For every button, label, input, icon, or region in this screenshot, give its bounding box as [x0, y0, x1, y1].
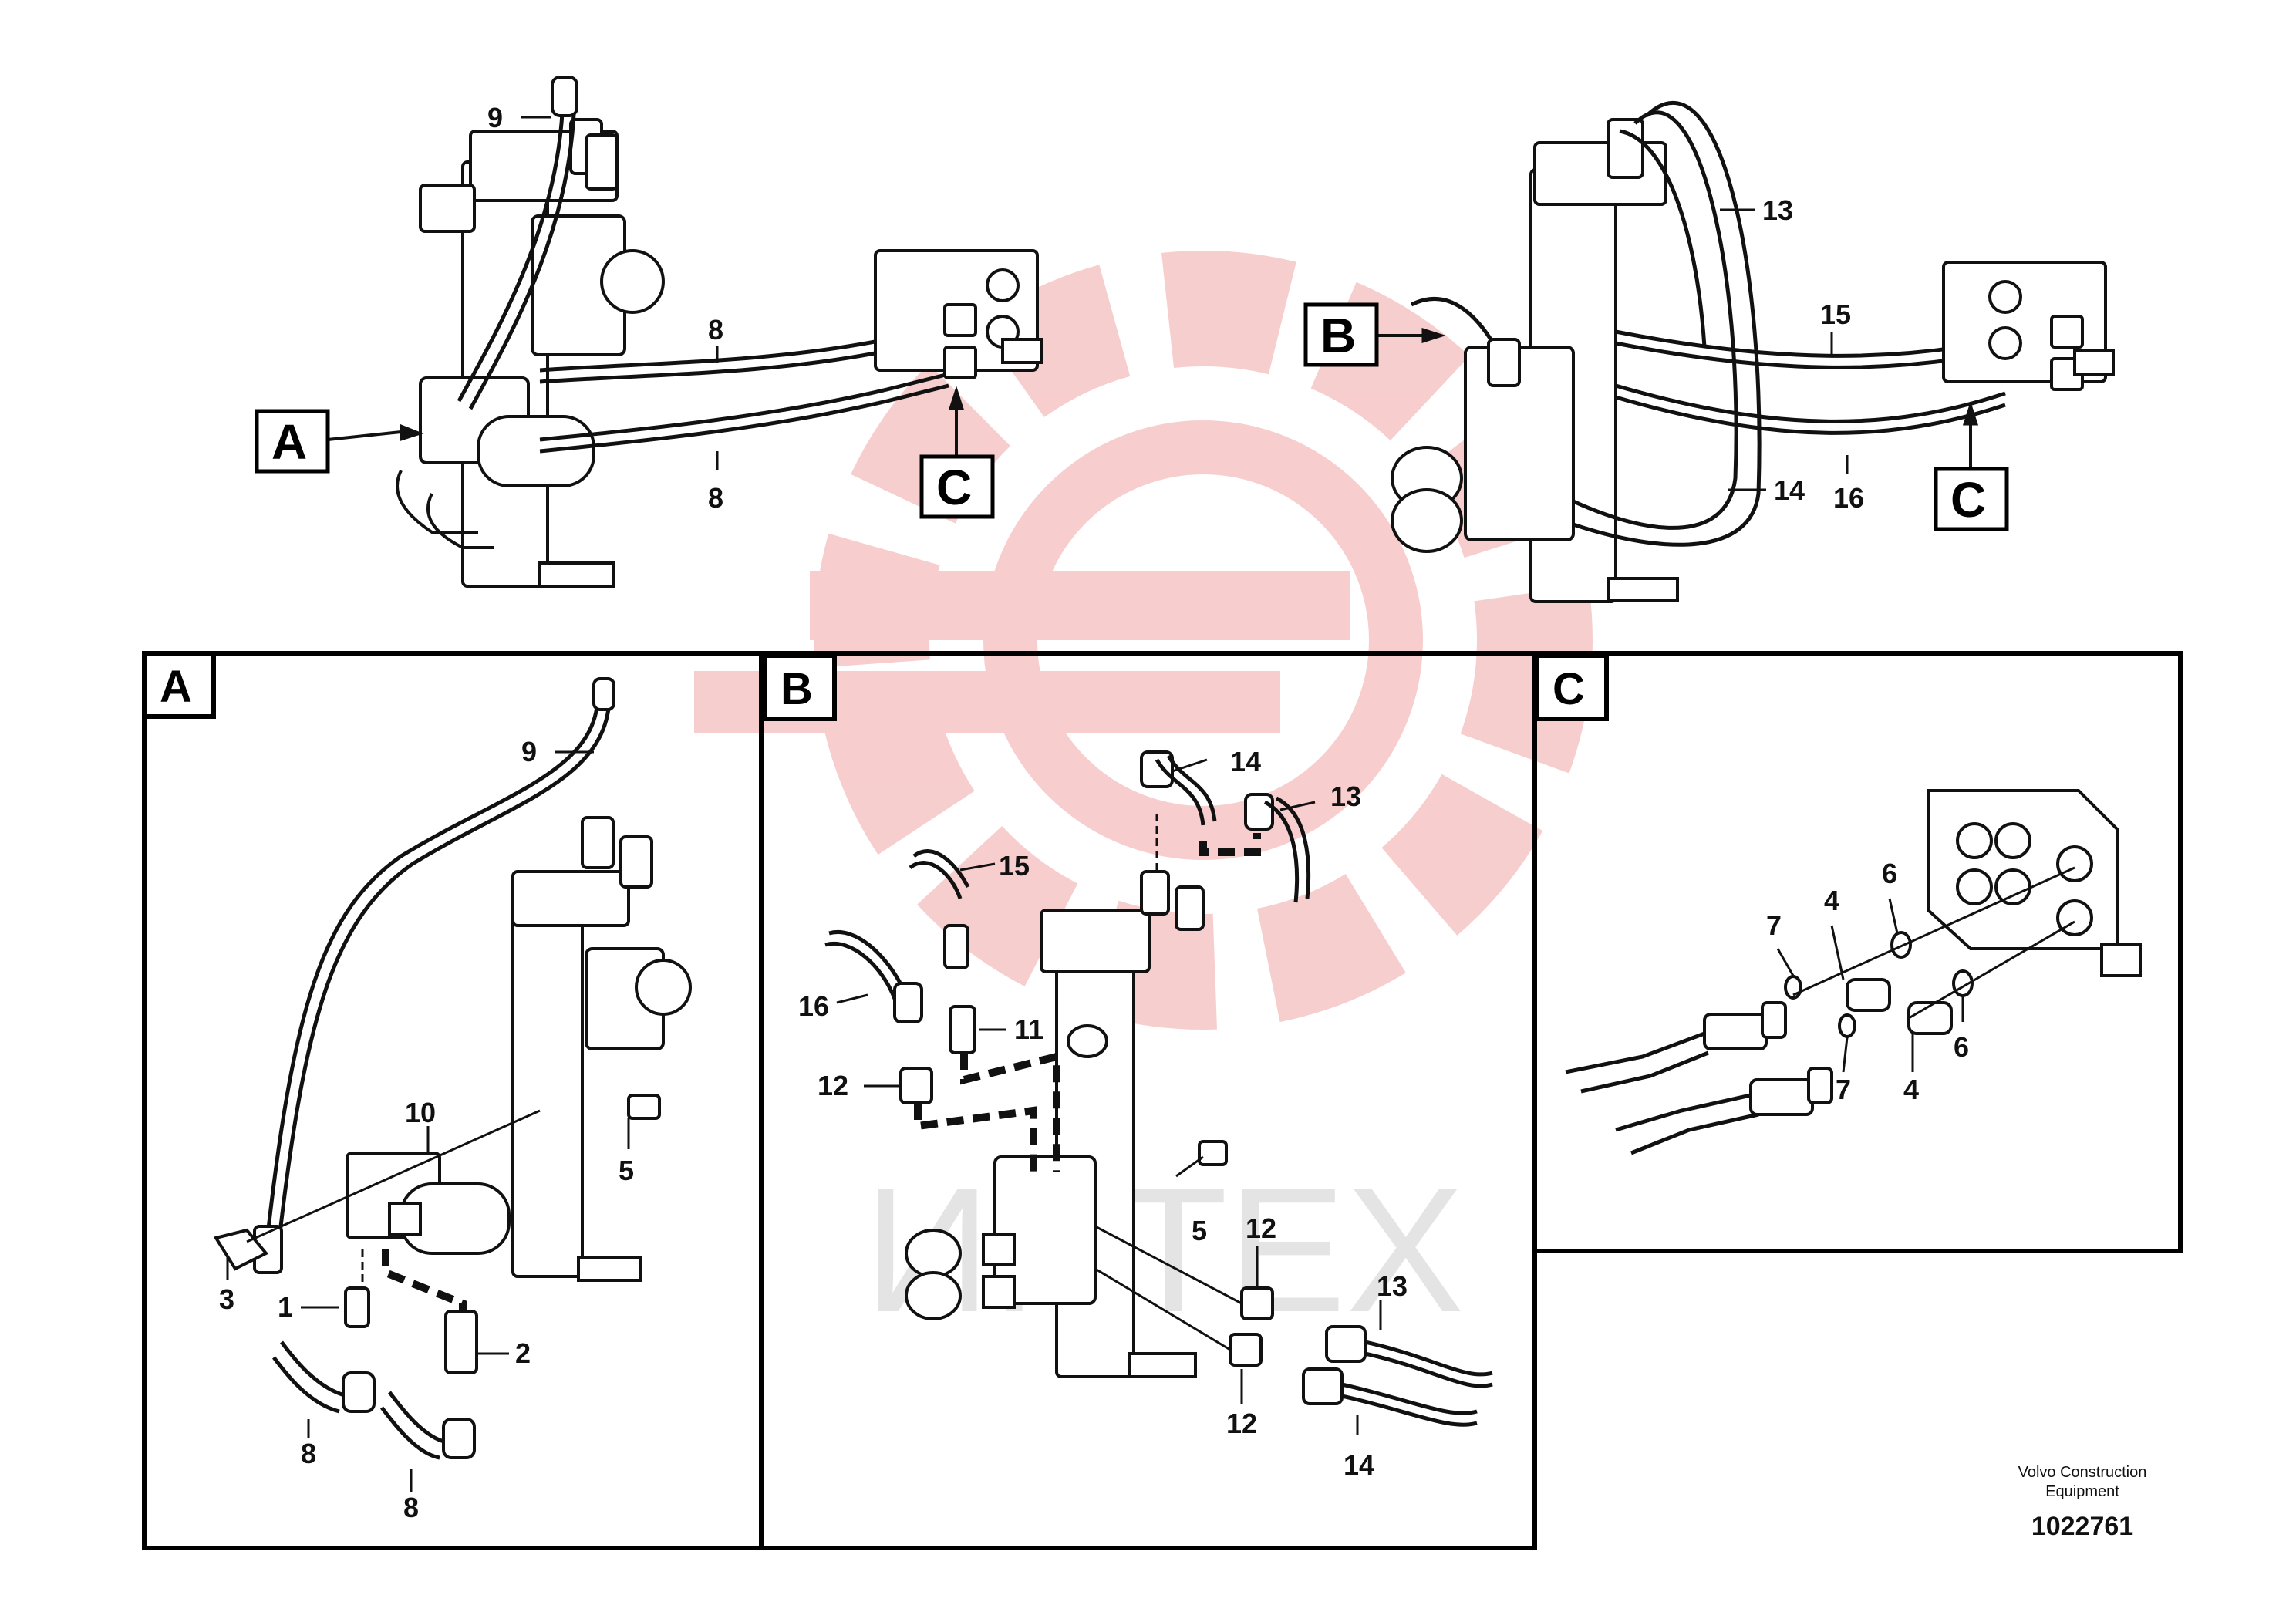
- callout-a-letter: A: [271, 414, 307, 470]
- detail-b-label-12-lower: 12: [1226, 1408, 1257, 1439]
- detail-c-drawing: [1565, 789, 2142, 1155]
- detail-b-label-14-top: 14: [1230, 746, 1261, 777]
- callout-a[interactable]: A: [255, 409, 330, 474]
- detail-panel-c-tag: C: [1535, 653, 1609, 721]
- detail-a-label-9: 9: [521, 736, 537, 767]
- detail-a-label-8-second: 8: [403, 1492, 419, 1523]
- detail-c-label-7-bottom: 7: [1836, 1074, 1851, 1105]
- detail-b-label-14-lower: 14: [1344, 1449, 1374, 1481]
- detail-b-label-11: 11: [1014, 1013, 1043, 1045]
- detail-c-leaders: [1776, 866, 2075, 1073]
- detail-panel-b-tag: B: [763, 653, 837, 721]
- callout-c-right-letter: C: [1950, 472, 1986, 528]
- detail-a-label-1: 1: [278, 1291, 293, 1323]
- overview-right-leaders: [1377, 208, 1979, 491]
- label-hose-9: 9: [487, 102, 503, 133]
- detail-c-label-7-top: 7: [1766, 909, 1782, 941]
- detail-c-label-6-top: 6: [1882, 858, 1897, 889]
- overview-right-assembly: [1391, 101, 2115, 603]
- detail-a-leaders: [226, 750, 630, 1492]
- panel-b-letter: B: [781, 664, 813, 714]
- panel-c-letter: C: [1553, 664, 1585, 714]
- callout-c-left-letter: C: [936, 460, 972, 515]
- detail-a-label-10: 10: [405, 1097, 436, 1128]
- label-hose-14: 14: [1774, 474, 1805, 506]
- detail-a-label-8-first: 8: [301, 1438, 316, 1469]
- detail-c-label-4-bottom: 4: [1903, 1074, 1919, 1105]
- label-hose-8-lower: 8: [708, 482, 723, 514]
- label-hose-8-upper: 8: [708, 314, 723, 346]
- detail-b-label-13-top: 13: [1330, 781, 1361, 812]
- detail-a-drawing: [213, 677, 692, 1460]
- detail-panel-frames: [142, 651, 2183, 1550]
- watermark-logo: [694, 251, 1593, 1030]
- callout-c-left[interactable]: C: [919, 454, 995, 519]
- callout-b[interactable]: B: [1303, 302, 1379, 367]
- detail-b-label-5: 5: [1192, 1215, 1207, 1246]
- footer-company-line1: Volvo Construction: [2018, 1464, 2147, 1481]
- detail-b-label-13-lower: 13: [1377, 1270, 1408, 1302]
- detail-a-label-3: 3: [219, 1283, 234, 1315]
- watermark-text: ИНТЕХ: [864, 1151, 1465, 1349]
- detail-a-label-5: 5: [619, 1155, 634, 1186]
- detail-b-label-16: 16: [798, 990, 829, 1022]
- panel-a-letter: A: [160, 662, 192, 712]
- detail-a-label-2: 2: [515, 1337, 531, 1369]
- detail-c-label-6-bottom: 6: [1954, 1031, 1969, 1063]
- label-hose-16: 16: [1833, 482, 1864, 514]
- overview-left-assembly: [396, 76, 1043, 588]
- footer-company-line2: Equipment: [2045, 1483, 2119, 1500]
- label-hose-15: 15: [1820, 298, 1851, 330]
- drawing-number: 1022761: [2031, 1512, 2133, 1541]
- callout-b-letter: B: [1320, 308, 1356, 363]
- label-hose-13: 13: [1762, 194, 1793, 226]
- callout-c-right[interactable]: C: [1934, 467, 2009, 531]
- detail-panel-a-tag: A: [142, 651, 216, 719]
- detail-b-drawing: [824, 750, 1493, 1427]
- overview-left-leaders: [327, 116, 965, 470]
- detail-b-leaders: [836, 758, 1382, 1435]
- detail-b-label-15: 15: [999, 850, 1030, 882]
- detail-b-label-12-upper: 12: [818, 1070, 848, 1101]
- detail-b-label-12-middle: 12: [1246, 1212, 1276, 1244]
- detail-c-label-4-top: 4: [1824, 885, 1839, 916]
